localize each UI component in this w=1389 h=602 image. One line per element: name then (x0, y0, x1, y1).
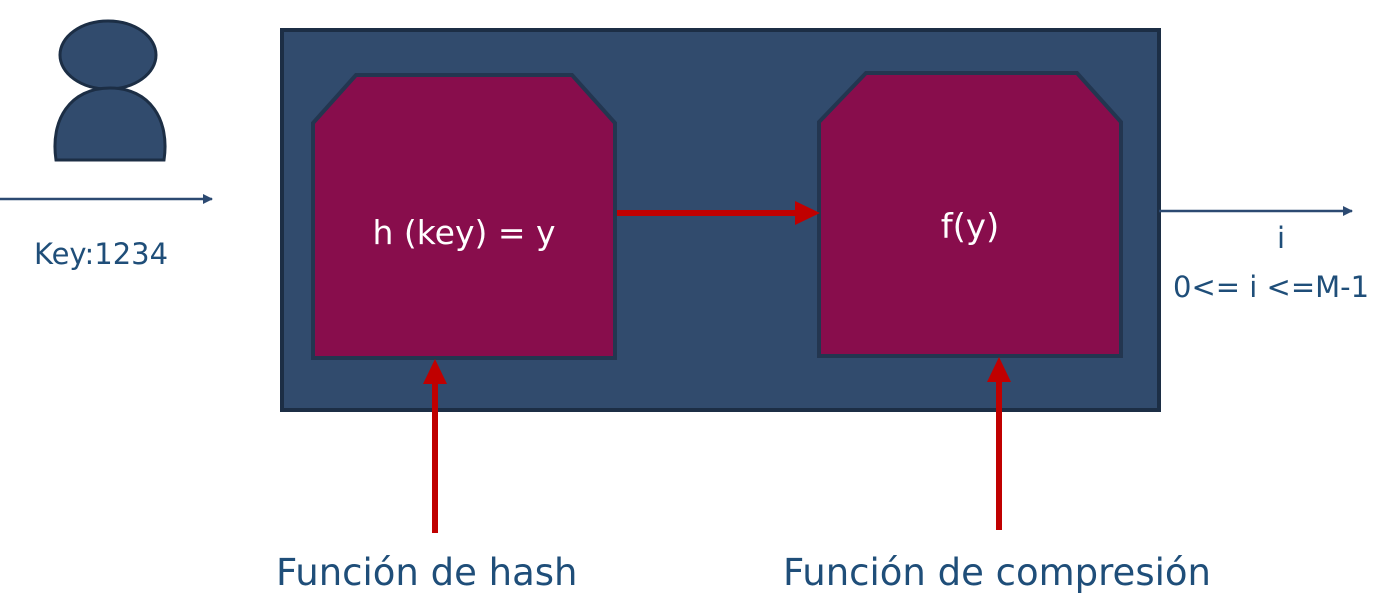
hash-to-compression-arrow (617, 201, 820, 225)
compression-function-caption: Función de compresión (783, 551, 1211, 594)
hash-function-caption: Función de hash (276, 551, 578, 594)
hash-function-block (311, 73, 617, 360)
compression-function-block (817, 71, 1123, 358)
person-icon (53, 19, 167, 162)
compression-function-input-arrow (987, 357, 1011, 530)
hash-block-label: h (key) = y (372, 213, 556, 252)
key-label: Key:1234 (34, 237, 169, 271)
output-range-label: 0<= i <=M-1 (1173, 270, 1370, 304)
output-index-label: i (1276, 221, 1286, 255)
hash-function-input-arrow (423, 359, 447, 533)
compression-block-label: f(y) (940, 207, 1000, 247)
